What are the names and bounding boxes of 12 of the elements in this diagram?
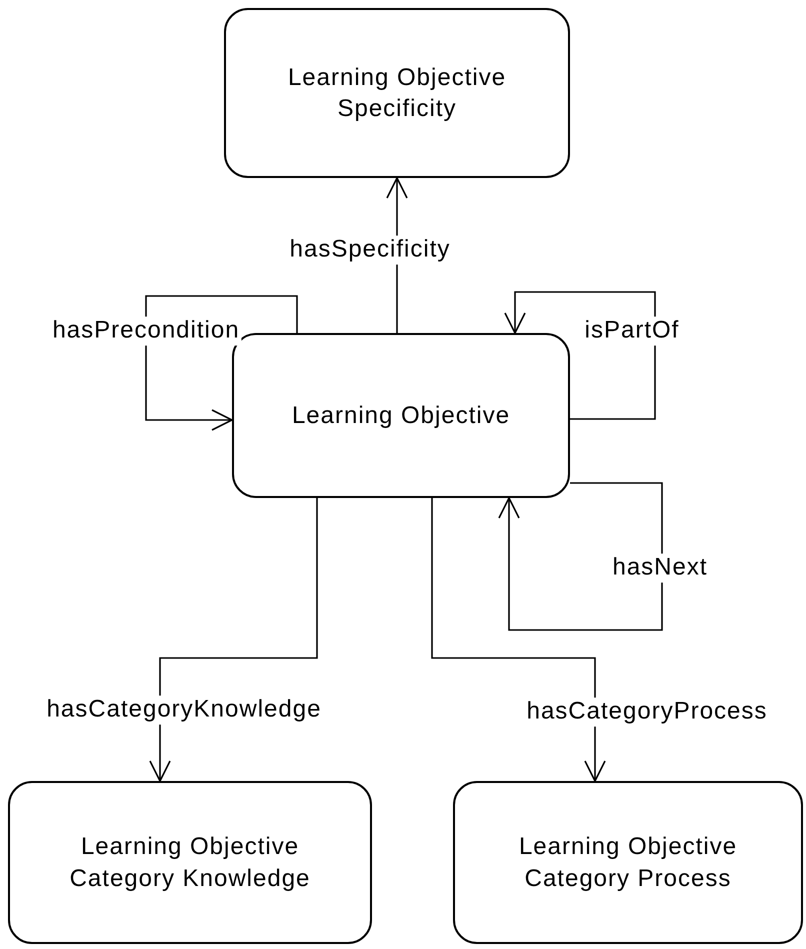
class-box — [8, 781, 372, 944]
class-box — [453, 781, 803, 944]
class-name: Learning Objective Category Process — [518, 832, 738, 894]
arrow — [431, 498, 606, 782]
arrow — [504, 291, 656, 420]
class-name: Learning Objective Category Knowledge — [68, 832, 312, 894]
arrow — [498, 482, 663, 631]
class-name: Learning Objective Specificity — [286, 62, 508, 124]
class-name: Learning Objective — [292, 400, 510, 431]
arrow — [149, 498, 318, 782]
arrow — [145, 295, 298, 431]
class-box — [224, 8, 570, 178]
